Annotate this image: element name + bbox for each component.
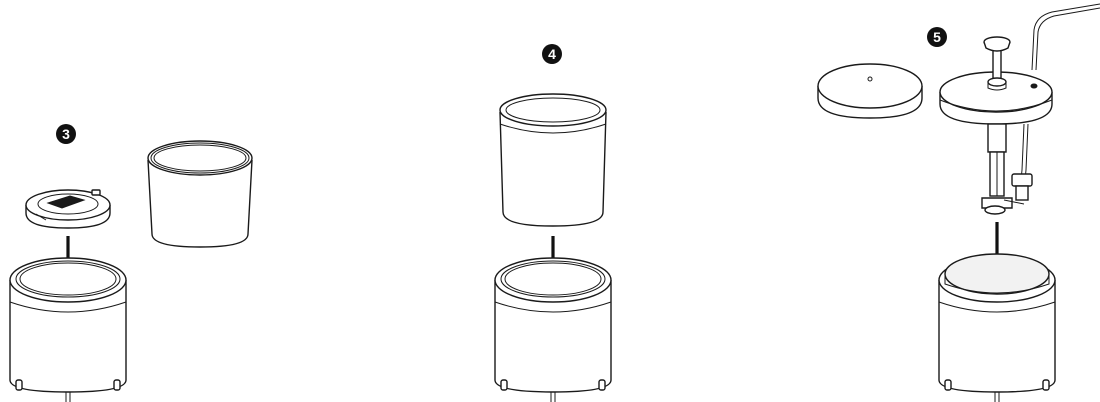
step-3-number: 3 (62, 126, 70, 142)
warmer-base-icon (939, 254, 1055, 402)
step-3-marker: 3 (56, 124, 76, 144)
step-4-group: 4 (495, 44, 611, 402)
step-5-group: 5 (818, 4, 1100, 402)
step-5-number: 5 (933, 29, 941, 45)
step-4-number: 4 (548, 46, 556, 62)
cover-lid-icon (818, 64, 922, 118)
adapter-plate-icon (26, 190, 110, 228)
warmer-base-icon (495, 258, 611, 402)
step-5-marker: 5 (927, 27, 947, 47)
pump-assembly-icon (940, 4, 1100, 214)
insert-crock-icon (500, 94, 606, 226)
warmer-base-icon (10, 258, 126, 402)
insert-crock-icon (148, 141, 252, 247)
step-4-marker: 4 (542, 44, 562, 64)
step-3-group: 3 (10, 124, 252, 402)
